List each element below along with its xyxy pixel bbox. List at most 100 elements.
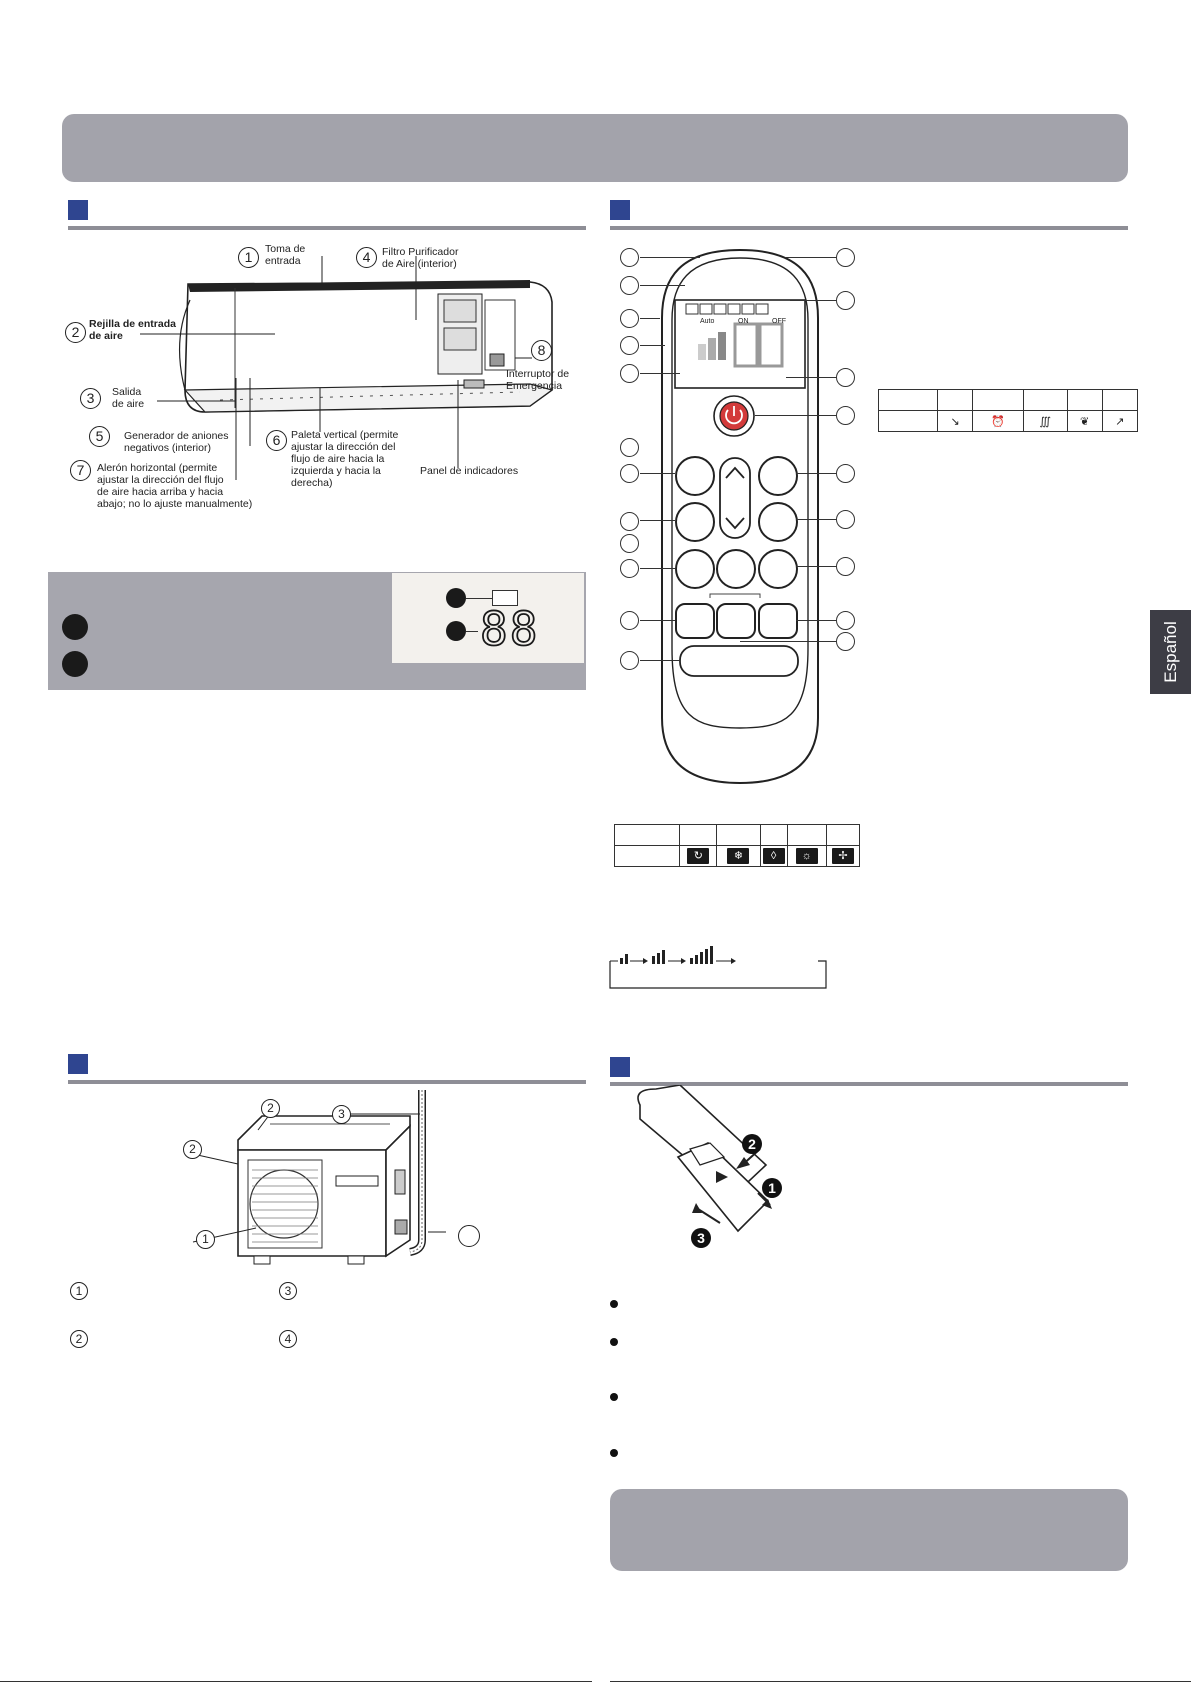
indoor-label-air-outlet: Salida de aire [112, 386, 145, 410]
remote-leader-l11 [640, 620, 675, 621]
language-tab[interactable]: Español [1150, 610, 1191, 694]
leaf-icon: ❦ [1066, 410, 1103, 432]
battery-cover-illustration [637, 1085, 772, 1233]
outdoor-number-4-blank [458, 1225, 480, 1247]
display-line-1 [466, 598, 492, 599]
indoor-label-inlet-grille: Rejilla de entrada de aire [89, 318, 176, 342]
display-dot-2 [446, 621, 466, 641]
fan-mode-icon: ✢ [831, 848, 854, 864]
outdoor-legend-2: 2 [70, 1330, 88, 1348]
remote-leader-r1 [786, 257, 836, 258]
remote-leader-r8 [796, 620, 836, 621]
footer-rule-right [610, 1681, 1191, 1682]
remote-callout-r5 [836, 464, 855, 483]
indoor-unit-illustration [140, 256, 554, 480]
cool-mode-icon: ❄ [727, 848, 750, 864]
remote-callout-r8 [836, 611, 855, 630]
indoor-label-intake: Toma de entrada [265, 243, 306, 267]
remote-callout-r7 [836, 557, 855, 576]
indoor-label-number-8: 8 [531, 340, 552, 361]
airflow-icon: ↗ [1101, 410, 1139, 432]
battery-step-2: 2 [742, 1134, 762, 1154]
remote-callout-l12 [620, 651, 639, 670]
auto-mode-icon: ↻ [687, 848, 710, 864]
remote-callout-l11 [620, 611, 639, 630]
remote-callout-l7 [620, 464, 639, 483]
indicator-dot-1 [62, 614, 88, 640]
remote-callout-l6 [620, 438, 639, 457]
indoor-label-vertical-vane: Paleta vertical (permite ajustar la dire… [291, 429, 399, 489]
indoor-label-number-6: 6 [266, 430, 287, 451]
indoor-label-number-1: 1 [238, 247, 259, 268]
language-tab-label: Español [1160, 621, 1180, 683]
remote-callout-l9 [620, 534, 639, 553]
section-marker-indoor [68, 200, 88, 220]
indoor-label-indicator-panel: Panel de indicadores [420, 465, 519, 477]
remote-button-left-3[interactable] [675, 549, 715, 589]
top-banner [62, 114, 1128, 182]
clock-icon: ⏰ [972, 410, 1024, 432]
bullet-2 [610, 1338, 618, 1346]
remote-callout-r2 [836, 291, 855, 310]
remote-button-right-3[interactable] [758, 549, 798, 589]
remote-leader-l1 [640, 257, 700, 258]
remote-callout-r3 [836, 368, 855, 387]
remote-callout-r1 [836, 248, 855, 267]
remote-button-right-4[interactable] [758, 603, 798, 639]
footer-rule-left [0, 1681, 592, 1682]
indoor-label-filter: Filtro Purificador de Aire (interior) [382, 246, 459, 270]
bullet-1 [610, 1300, 618, 1308]
remote-leader-l3 [640, 318, 660, 319]
bullet-4 [610, 1449, 618, 1457]
section-marker-battery [610, 1057, 630, 1077]
remote-leader-l2 [640, 285, 685, 286]
remote-button-left-2[interactable] [675, 502, 715, 542]
symbol-table-right: ↘ ⏰ ∭ ❦ ↗ [878, 389, 1139, 432]
remote-callout-l2 [620, 276, 639, 295]
remote-button-right-1[interactable] [758, 456, 798, 496]
remote-leader-r4 [755, 415, 836, 416]
dry-mode-icon: ◊ [762, 848, 785, 864]
remote-callout-l3 [620, 309, 639, 328]
indoor-label-anion-generator: Generador de aniones negativos (interior… [124, 430, 229, 454]
outdoor-legend-1: 1 [70, 1282, 88, 1300]
indoor-label-horizontal-louver: Alerón horizontal (permite ajustar la di… [97, 462, 253, 510]
outdoor-number-3-top: 3 [332, 1105, 351, 1124]
remote-leader-r9 [740, 641, 836, 642]
remote-leader-r7 [796, 566, 836, 567]
section-marker-outdoor [68, 1054, 88, 1074]
section-rule-outdoor [68, 1080, 586, 1084]
section-rule-indoor [68, 226, 586, 230]
remote-button-center-4[interactable] [716, 603, 756, 639]
section-rule-remote [610, 226, 1128, 230]
outdoor-number-2-top: 2 [261, 1099, 280, 1118]
indoor-label-number-3: 3 [80, 388, 101, 409]
remote-button-left-4[interactable] [675, 603, 715, 639]
remote-callout-l8 [620, 512, 639, 531]
display-line-2 [466, 631, 478, 632]
remote-button-right-2[interactable] [758, 502, 798, 542]
indoor-label-number-4: 4 [356, 247, 377, 268]
indicator-dot-2 [62, 651, 88, 677]
indoor-label-emergency-switch: Interruptor de Emergencia [506, 368, 570, 392]
symbol-table-bottom: ↻ ❄ ◊ ☼ ✢ [613, 824, 861, 867]
outdoor-number-2-side: 2 [183, 1140, 202, 1159]
remote-button-center-3[interactable] [716, 549, 756, 589]
remote-leader-l12 [640, 660, 680, 661]
remote-leader-l4 [640, 345, 665, 346]
outdoor-legend-4: 4 [279, 1330, 297, 1348]
remote-button-left-1[interactable] [675, 456, 715, 496]
remote-callout-r9 [836, 632, 855, 651]
bullet-3 [610, 1393, 618, 1401]
indoor-label-number-5: 5 [89, 426, 110, 447]
remote-leader-l10 [640, 568, 675, 569]
bottom-note-banner [610, 1489, 1128, 1571]
display-digits: 88 [479, 602, 540, 656]
remote-leader-r6 [796, 519, 836, 520]
remote-leader-l7 [640, 473, 675, 474]
lcd-auto: Auto [700, 318, 715, 325]
remote-leader-r3 [786, 377, 836, 378]
indicator-display-box [392, 573, 584, 663]
remote-leader-r2 [790, 300, 836, 301]
remote-leader-r5 [796, 473, 836, 474]
